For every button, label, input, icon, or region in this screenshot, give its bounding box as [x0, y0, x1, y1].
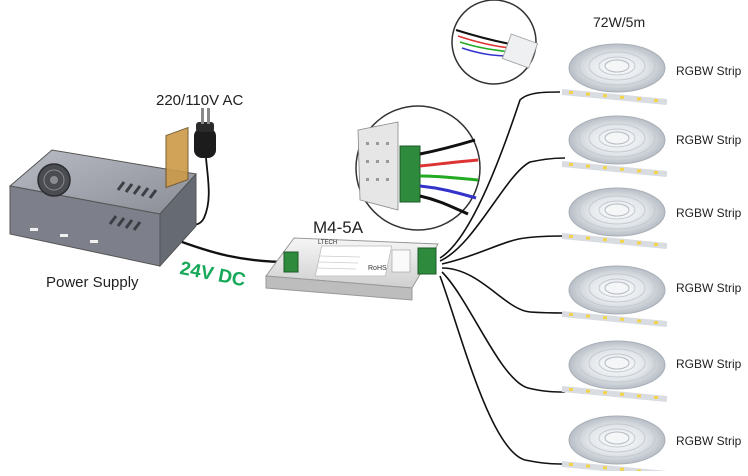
power-supply-unit [8, 126, 197, 268]
strip-reels [561, 43, 668, 476]
power-supply-label: Power Supply [46, 274, 139, 291]
strip-label-5: RGBW Strip [676, 357, 742, 371]
controller-rohs-mark: RoHS [368, 265, 387, 272]
strip-label-6: RGBW Strip [676, 434, 742, 448]
strip-end-zoom-inset [451, 0, 539, 85]
strip-reel-5 [561, 340, 668, 402]
mains-voltage-label: 220/110V AC [156, 92, 244, 109]
controller-unit [265, 237, 439, 301]
controller-brand-text: LTECH [318, 240, 337, 246]
strip-label-2: RGBW Strip [676, 133, 742, 147]
mains-plug [187, 108, 216, 226]
strip-reel-3 [561, 187, 668, 249]
strip-reel-2 [561, 115, 668, 177]
strip-reel-6 [561, 415, 668, 476]
strip-reel-4 [561, 265, 668, 327]
terminal-zoom-inset [355, 105, 481, 231]
output-wires [439, 91, 566, 465]
strip-label-3: RGBW Strip [676, 206, 742, 220]
strip-reel-1 [561, 43, 668, 105]
controller-model-label: M4-5A [313, 218, 364, 237]
strip-label-4: RGBW Strip [676, 281, 742, 295]
strip-spec-label: 72W/5m [593, 14, 646, 30]
strip-label-1: RGBW Strip [676, 64, 742, 78]
dc-cable [181, 240, 291, 264]
